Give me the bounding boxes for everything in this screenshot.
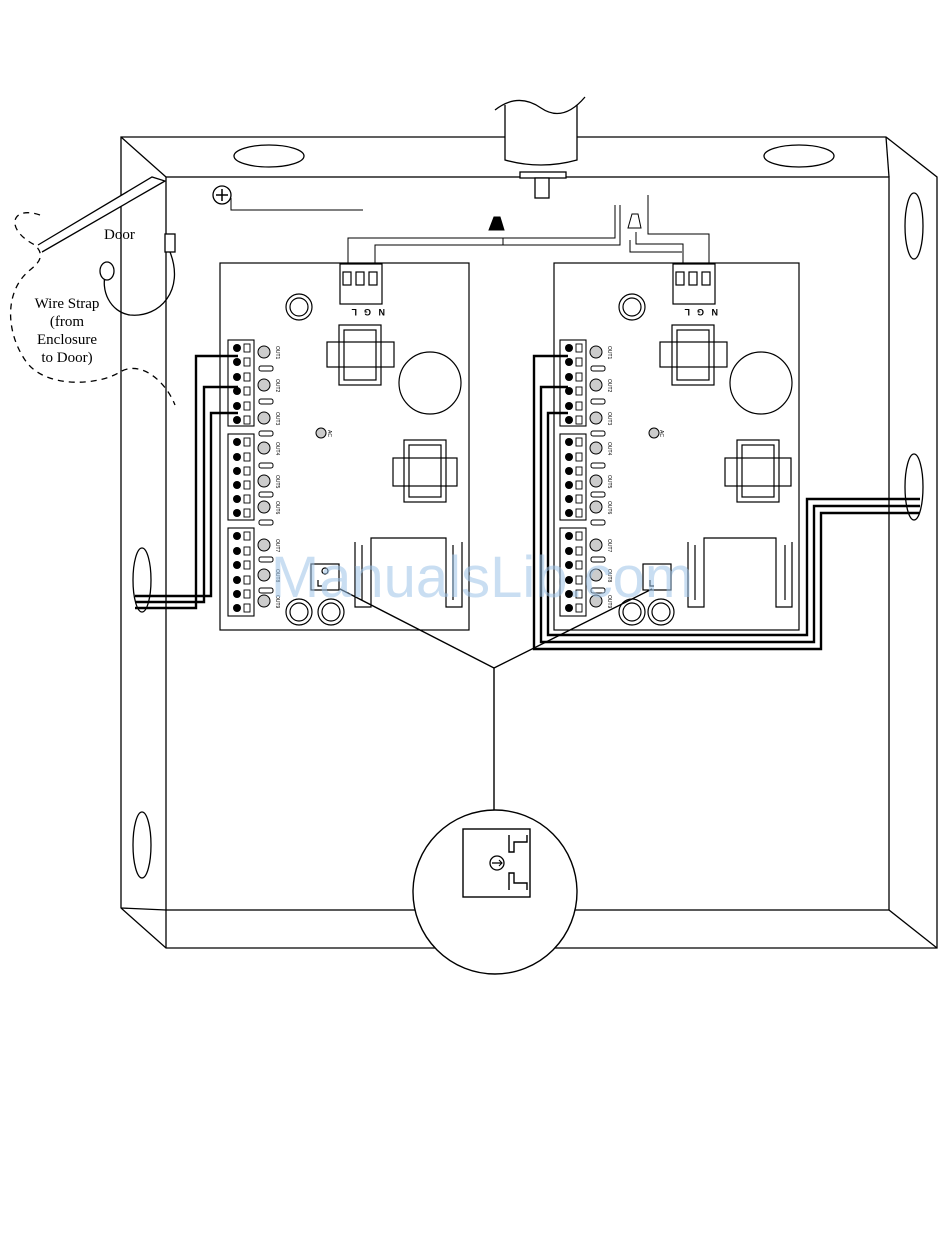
terminal-socket <box>244 590 250 598</box>
terminal-screw <box>565 532 573 540</box>
ngl-labels-board-1: N G L <box>351 307 385 317</box>
terminal-socket <box>576 467 582 475</box>
terminal-socket <box>244 358 250 366</box>
terminal-socket <box>576 532 582 540</box>
terminal-screw <box>565 344 573 352</box>
terminal-screw <box>565 481 573 489</box>
terminal-screw <box>233 509 241 517</box>
terminal-screw <box>233 402 241 410</box>
terminal-screw <box>565 509 573 517</box>
out-label: OUT4 <box>606 442 612 456</box>
wire-strap-label: Wire Strap (from Enclosure to Door) <box>35 296 100 366</box>
terminal-screw <box>233 532 241 540</box>
terminal-socket <box>576 438 582 446</box>
out-label: OUT5 <box>606 475 612 489</box>
terminal-screw <box>565 358 573 366</box>
wire-strap-line-3: Enclosure <box>37 332 97 348</box>
out-label: OUT6 <box>606 501 612 515</box>
door <box>11 177 175 405</box>
terminal-socket <box>244 532 250 540</box>
terminal-socket <box>244 416 250 424</box>
terminal-screw <box>233 561 241 569</box>
out-label: OUT2 <box>274 379 280 393</box>
terminal-label-n: N <box>379 307 386 317</box>
ground-screw-icon <box>213 186 363 210</box>
detail-callout <box>340 589 652 974</box>
terminal-screw <box>233 481 241 489</box>
out-label: OUT1 <box>606 346 612 360</box>
terminal-socket <box>244 604 250 612</box>
terminal-screw <box>233 495 241 503</box>
terminal-socket <box>244 344 250 352</box>
conduit <box>495 97 585 198</box>
terminal-socket <box>576 387 582 395</box>
terminal-screw <box>565 467 573 475</box>
terminal-socket <box>244 438 250 446</box>
terminal-screw <box>233 590 241 598</box>
terminal-socket <box>244 481 250 489</box>
terminal-socket <box>244 373 250 381</box>
terminal-socket <box>244 547 250 555</box>
terminal-socket <box>244 387 250 395</box>
terminal-socket <box>576 509 582 517</box>
terminal-screw <box>233 467 241 475</box>
out-label: OUT3 <box>274 412 280 426</box>
door-label: Door <box>104 227 135 243</box>
ac-label: AC <box>658 430 664 437</box>
out-label: OUT5 <box>274 475 280 489</box>
terminal-label-g: G <box>697 307 704 317</box>
terminal-screw <box>565 495 573 503</box>
terminal-screw <box>233 576 241 584</box>
ac-feed-wires <box>348 195 709 265</box>
terminal-label-g: G <box>364 307 371 317</box>
terminal-screw <box>233 416 241 424</box>
terminal-socket <box>244 576 250 584</box>
terminal-label-l: L <box>684 307 690 317</box>
terminal-socket <box>576 344 582 352</box>
wire-strap-line-4: to Door) <box>41 350 92 366</box>
terminal-socket <box>244 467 250 475</box>
out-label: OUT4 <box>274 442 280 456</box>
terminal-screw <box>233 438 241 446</box>
terminal-socket <box>576 481 582 489</box>
terminal-socket <box>576 373 582 381</box>
terminal-socket <box>576 453 582 461</box>
wire-nuts <box>489 214 641 230</box>
terminal-socket <box>244 509 250 517</box>
out-label: OUT3 <box>606 412 612 426</box>
terminal-socket <box>576 402 582 410</box>
terminal-screw <box>233 358 241 366</box>
watermark: ManualsLib.com <box>271 545 693 610</box>
terminal-screw <box>565 416 573 424</box>
terminal-screw <box>565 438 573 446</box>
terminal-screw <box>233 453 241 461</box>
potentiometer-icon <box>490 856 504 870</box>
terminal-socket <box>576 495 582 503</box>
wire-strap-line-1: Wire Strap <box>35 296 100 312</box>
terminal-socket <box>244 561 250 569</box>
ngl-labels-board-2: N G L <box>684 307 718 317</box>
terminal-socket <box>244 453 250 461</box>
terminal-screw <box>565 373 573 381</box>
terminal-socket <box>244 495 250 503</box>
terminal-screw <box>565 402 573 410</box>
terminal-label-l: L <box>351 307 357 317</box>
terminal-label-n: N <box>712 307 719 317</box>
terminal-screw <box>233 373 241 381</box>
terminal-socket <box>576 416 582 424</box>
out-label: OUT2 <box>606 379 612 393</box>
terminal-socket <box>244 402 250 410</box>
terminal-socket <box>576 358 582 366</box>
terminal-screw <box>233 604 241 612</box>
terminal-screw <box>233 547 241 555</box>
terminal-screw <box>233 344 241 352</box>
ac-label: AC <box>326 430 332 437</box>
out-label: OUT1 <box>274 346 280 360</box>
out-label: OUT6 <box>274 501 280 515</box>
terminal-screw <box>565 453 573 461</box>
wire-strap-line-2: (from <box>50 314 84 330</box>
